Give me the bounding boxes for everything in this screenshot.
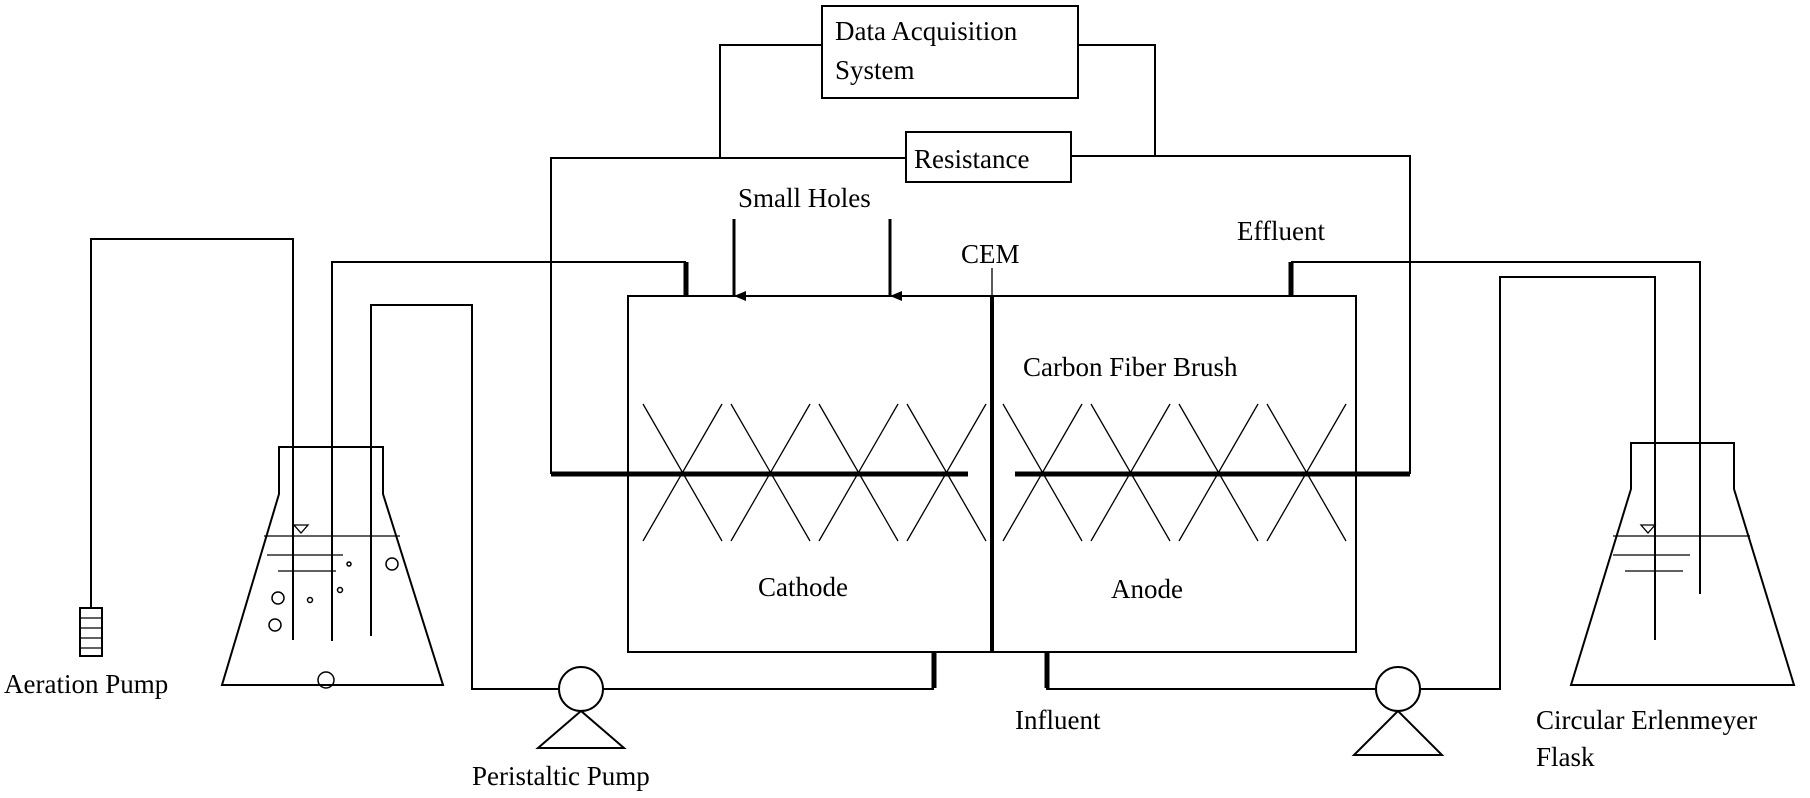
resistance-label: Resistance <box>914 144 1029 174</box>
anode-label: Anode <box>1111 574 1183 604</box>
data-acquisition-system: Data Acquisition System <box>821 5 1079 99</box>
daq-label-line2: System <box>835 55 915 85</box>
effluent-label: Effluent <box>1237 216 1325 246</box>
flask-label-line1: Circular Erlenmeyer <box>1536 705 1757 735</box>
cathode-recirculation-in-tube <box>370 304 558 690</box>
aeration-pump-label: Aeration Pump <box>4 669 168 699</box>
small-holes-label: Small Holes <box>738 183 871 213</box>
aeration-tube <box>90 238 294 640</box>
flask-label-line2: Flask <box>1536 742 1595 772</box>
daq-label-line1: Data Acquisition <box>835 16 1018 46</box>
flask-to-pump-tube <box>1420 276 1656 690</box>
peristaltic-pump-right-icon <box>1351 666 1445 756</box>
cathode-flask <box>220 446 445 686</box>
circular-erlenmeyer-flask <box>1569 442 1796 686</box>
air-bubbles <box>268 557 399 689</box>
cathode-flask-level-marker <box>292 524 310 534</box>
peristaltic-pump-left-icon <box>535 666 627 749</box>
cem-label: CEM <box>961 239 1020 269</box>
aeration-stone-icon <box>79 607 103 657</box>
resistance-box: Resistance <box>905 131 1072 183</box>
influent-label: Influent <box>1015 705 1101 735</box>
circuit-wire-right <box>1071 155 1411 474</box>
cathode-label: Cathode <box>758 572 848 602</box>
cathode-recirculation-out-tube <box>331 261 686 641</box>
circuit-wire-left <box>550 157 906 474</box>
peristaltic-pump-label: Peristaltic Pump <box>472 761 650 791</box>
anode-flask-level-marker <box>1639 524 1657 534</box>
effluent-tube <box>1291 261 1701 594</box>
daq-wire-left <box>719 44 822 158</box>
influent-tube <box>1046 688 1375 690</box>
carbon-fiber-brush-label: Carbon Fiber Brush <box>1023 352 1238 382</box>
daq-wire-right <box>1078 44 1156 156</box>
